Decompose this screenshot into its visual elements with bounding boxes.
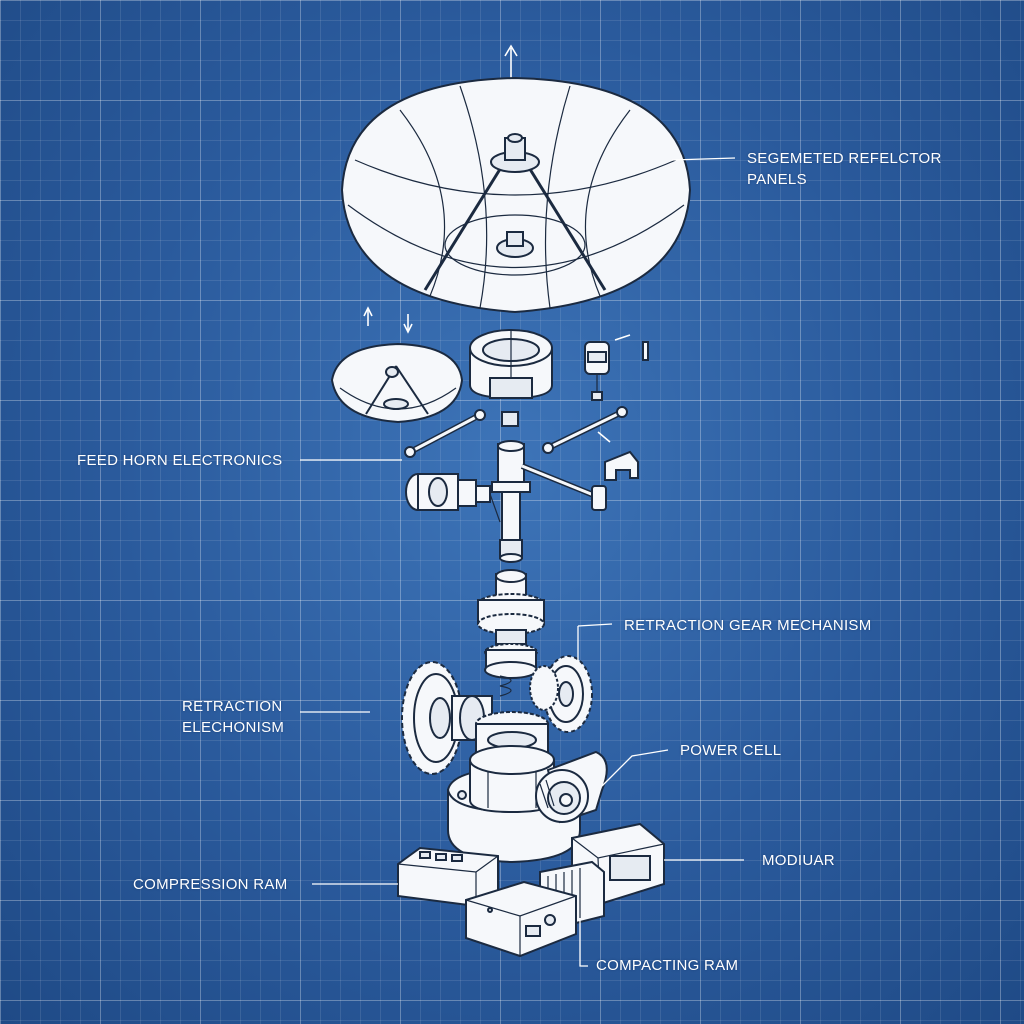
label-feed-horn-electronics: FEED HORN ELECTRONICS xyxy=(77,452,283,469)
upper-gear-stack xyxy=(477,569,545,697)
central-mast xyxy=(491,440,531,563)
label-power-cell: POWER CELL xyxy=(680,742,782,759)
label-compression-ram: COMPRESSION RAM xyxy=(133,876,288,893)
small-arrows xyxy=(363,306,413,334)
mounting-bracket xyxy=(604,450,639,481)
power-cell-motor xyxy=(535,750,608,824)
right-drive-gear xyxy=(529,655,593,733)
compacting-ram-box xyxy=(465,880,577,958)
cross-arm xyxy=(520,463,607,511)
feed-horn-electronics-unit xyxy=(405,473,501,523)
label-retraction-gear-mechanism: RETRACTION GEAR MECHANISM xyxy=(624,617,872,634)
label-segmented-reflector-panels: SEGEMETED REFELCTOR PANELS xyxy=(747,150,942,188)
label-compacting-ram: COMPACTING RAM xyxy=(596,957,739,974)
label-modiuar: MODIUAR xyxy=(762,852,835,869)
leader-lines xyxy=(300,157,744,967)
main-reflector-dish xyxy=(340,76,692,314)
left-strut-rod xyxy=(404,409,486,458)
rotor-ring-housing xyxy=(469,329,553,427)
right-strut-rod xyxy=(542,406,628,454)
small-reflector-dish xyxy=(330,342,464,424)
up-arrow-top xyxy=(504,44,518,78)
feed-module-small xyxy=(584,334,649,401)
label-retraction-elechonism: RETRACTION ELECHONISM xyxy=(182,698,285,736)
